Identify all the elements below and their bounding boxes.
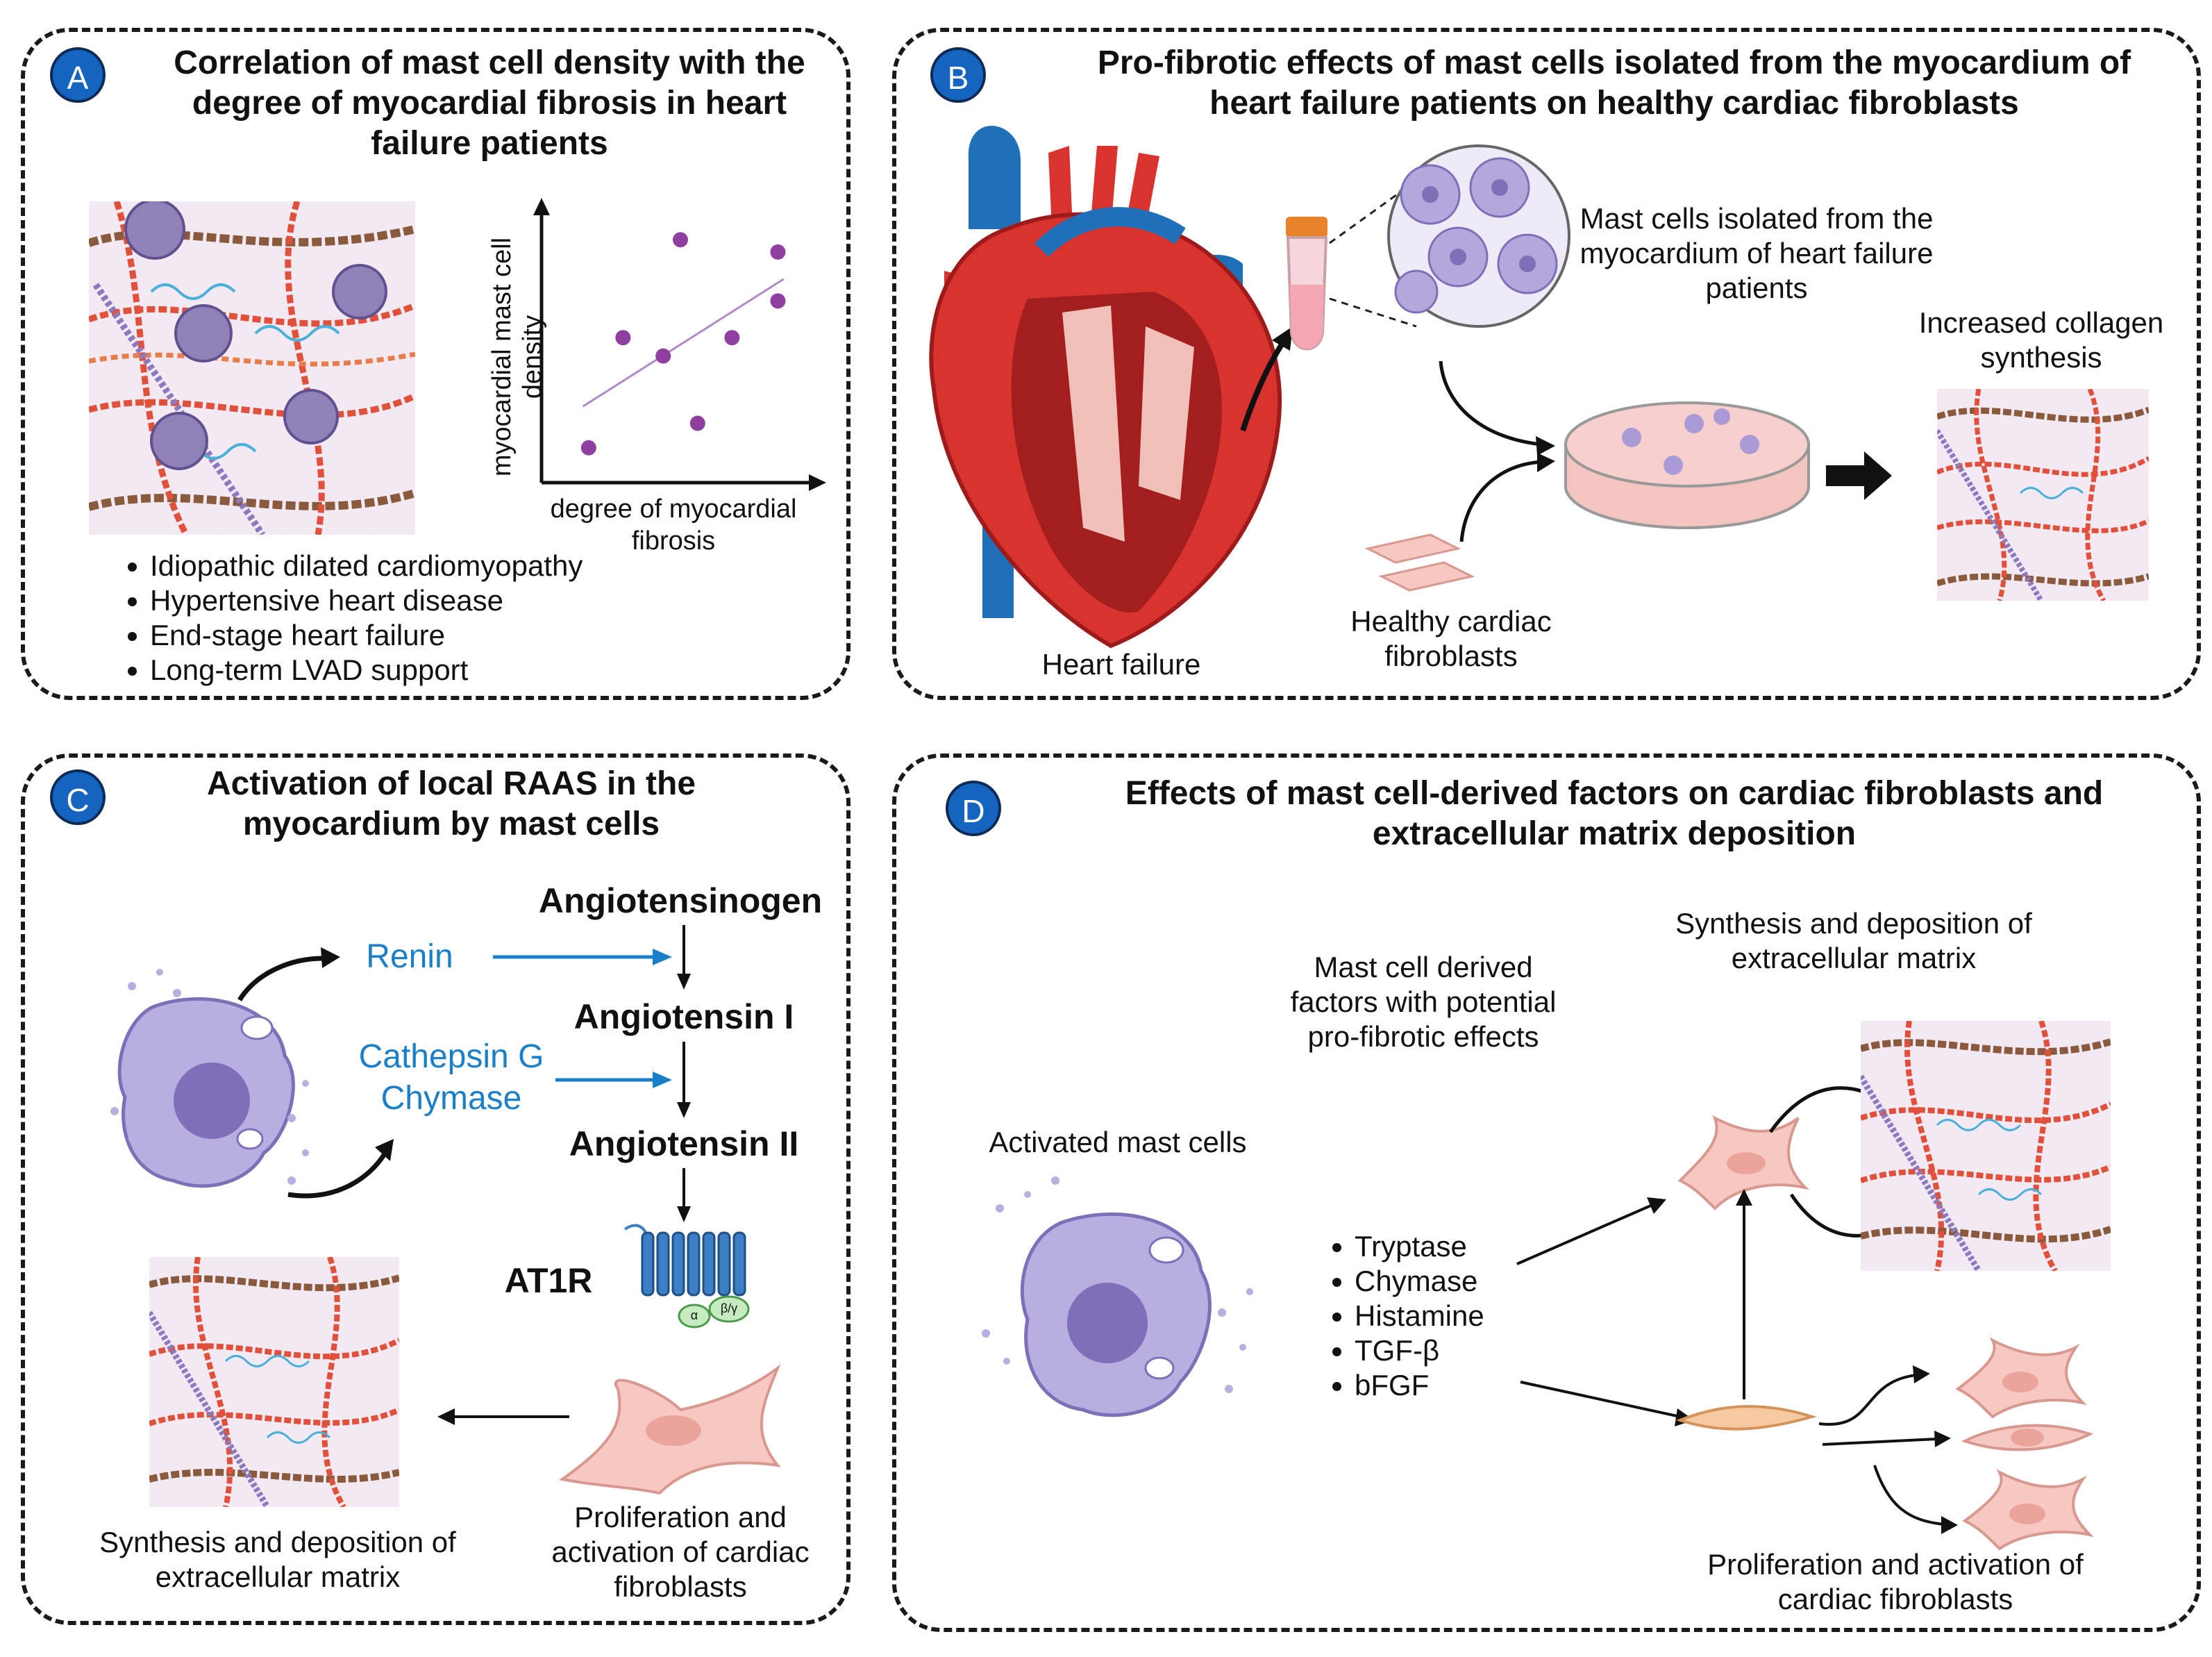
pro-fibrotic-factors-label: Mast cell derived factors with potential… (1290, 951, 1557, 1053)
panel-c-badge: C (50, 769, 106, 825)
panel-a-y-axis-label: myocardial mast cell density (487, 237, 547, 477)
alpha-subunit-label: α (690, 1308, 698, 1322)
panel-b-title: Pro-fibrotic effects of mast cells isola… (1097, 44, 2131, 122)
panel-b-badge: B (930, 47, 986, 103)
factor-item: Chymase (1355, 1264, 1484, 1299)
panel-b (892, 28, 2201, 700)
at1r-label: AT1R (504, 1261, 593, 1300)
panel-c (21, 753, 851, 1625)
panel-d-ecm-image (1861, 1021, 2111, 1271)
panel-c-title: Activation of local RAAS in the myocardi… (206, 765, 696, 842)
activated-mast-cells-label: Activated mast cells (989, 1126, 1247, 1158)
panel-a-badge: A (50, 47, 106, 103)
factor-item: Tryptase (1355, 1229, 1484, 1264)
mast-cell-factor-list: Tryptase Chymase Histamine TGF-β bFGF (1316, 1229, 1484, 1403)
panel-d-badge: D (946, 781, 1001, 836)
panel-a (21, 28, 851, 700)
condition-item: Hypertensive heart disease (150, 583, 583, 618)
panel-c-ecm-label: Synthesis and deposition of extracellula… (99, 1526, 456, 1593)
condition-item: Idiopathic dilated cardiomyopathy (150, 549, 583, 583)
mast-cells-isolated-label: Mast cells isolated from the myocardium … (1580, 202, 1934, 304)
angiotensinogen-label: Angiotensinogen (538, 881, 823, 920)
chymase-label: Chymase (380, 1080, 522, 1117)
panel-d-ecm-label: Synthesis and deposition of extracellula… (1675, 907, 2032, 974)
panel-d-fibroblast-label: Proliferation and activation of cardiac … (1707, 1548, 2084, 1615)
increased-collagen-label: Increased collagen synthesis (1918, 306, 2164, 374)
panel-a-tissue-image (89, 201, 415, 535)
condition-item: End-stage heart failure (150, 618, 583, 653)
healthy-fibroblasts-label: Healthy cardiac fibroblasts (1350, 605, 1552, 672)
angiotensin-ii-label: Angiotensin II (569, 1124, 799, 1163)
panel-d-title: Effects of mast cell-derived factors on … (1125, 775, 2104, 852)
panel-a-x-axis-label: degree of myocardial fibrosis (550, 494, 797, 556)
panel-a-title: Correlation of mast cell density with th… (174, 44, 805, 162)
panel-d (892, 753, 2201, 1632)
panel-a-condition-list: Idiopathic dilated cardiomyopathy Hypert… (111, 549, 583, 688)
condition-item: Long-term LVAD support (150, 653, 583, 688)
factor-item: bFGF (1355, 1368, 1484, 1403)
renin-label: Renin (366, 938, 453, 975)
panel-b-collagen-image (1937, 389, 2149, 601)
factor-item: Histamine (1355, 1299, 1484, 1333)
panel-c-fibroblast-label: Proliferation and activation of cardiac … (551, 1501, 810, 1603)
angiotensin-i-label: Angiotensin I (573, 997, 794, 1036)
factor-item: TGF-β (1355, 1333, 1484, 1368)
panel-c-ecm-image (149, 1257, 399, 1507)
cathepsin-g-label: Cathepsin G (358, 1038, 544, 1075)
heart-failure-label: Heart failure (1041, 648, 1201, 681)
beta-gamma-subunit-label: β/γ (720, 1301, 738, 1315)
